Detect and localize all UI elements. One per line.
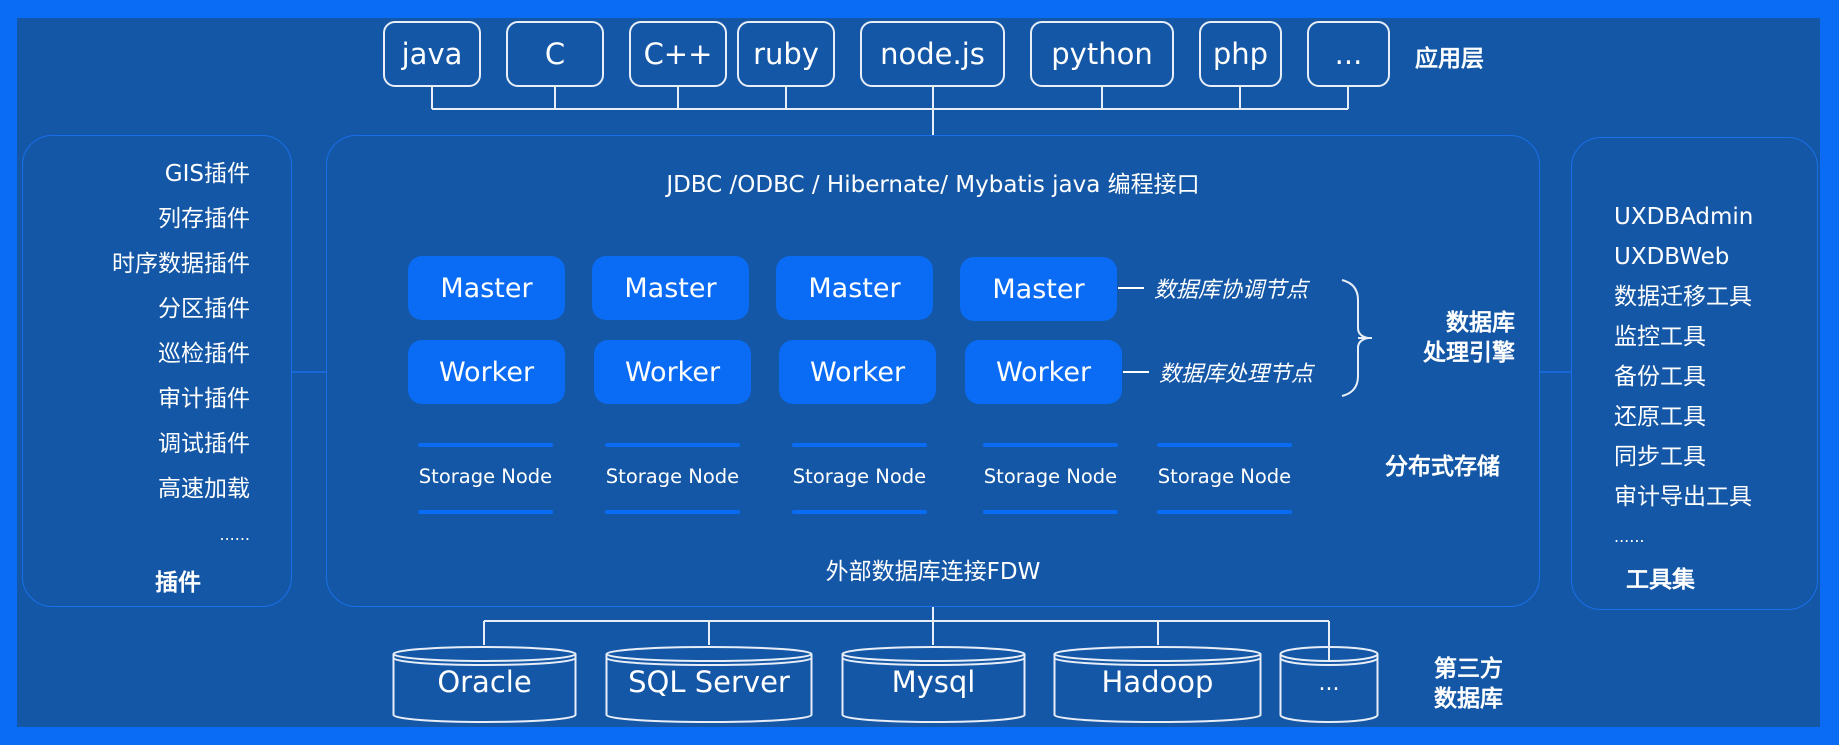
storage-node: Storage Node (605, 443, 740, 514)
language-box-c: C (506, 21, 604, 87)
master-node: Master (960, 257, 1117, 321)
storage-node: Storage Node (983, 443, 1118, 514)
storage-node: Storage Node (792, 443, 927, 514)
storage-top-bar (983, 443, 1118, 447)
dash-icon (1118, 287, 1144, 289)
plugin-item: 巡检插件 (158, 341, 250, 367)
cylinder-icon (841, 646, 1026, 723)
storage-top-bar (418, 443, 553, 447)
storage-top-bar (1157, 443, 1292, 447)
storage-node: Storage Node (418, 443, 553, 514)
plugins-panel (22, 135, 292, 607)
third-party-label: 第三方 数据库 (1434, 654, 1503, 714)
storage-bottom-bar (418, 510, 553, 514)
plugin-list: GIS插件 列存插件 时序数据插件 分区插件 巡检插件 审计插件 调试插件 高速… (22, 152, 250, 557)
language-box-more: ... (1307, 21, 1390, 87)
dash-icon (1123, 371, 1149, 373)
cylinder-icon (1279, 646, 1379, 723)
database-label: SQL Server (628, 665, 790, 699)
master-node: Master (408, 256, 565, 320)
worker-node: Worker (408, 340, 565, 404)
interface-label: JDBC /ODBC / Hibernate/ Mybatis java 编程接… (666, 172, 1200, 198)
storage-bottom-bar (1157, 510, 1292, 514)
tools-title: 工具集 (1626, 567, 1695, 593)
cylinder-icon (605, 646, 813, 723)
storage-label: 分布式存储 (1385, 454, 1500, 480)
database-label: ... (1318, 671, 1340, 696)
tool-item: 监控工具 (1614, 324, 1706, 350)
language-box-ruby: ruby (737, 21, 835, 87)
tool-item: 备份工具 (1614, 364, 1706, 390)
tool-item: 还原工具 (1614, 404, 1706, 430)
cylinder-icon (1053, 646, 1262, 723)
database-label: Mysql (891, 665, 976, 699)
storage-bottom-bar (792, 510, 927, 514)
worker-role-text: 数据库处理节点 (1159, 362, 1314, 387)
storage-bottom-bar (983, 510, 1118, 514)
database-cylinder-hadoop: Hadoop (1053, 645, 1262, 725)
engine-label-line1: 数据库 (1446, 310, 1515, 336)
language-box-php: php (1199, 21, 1282, 87)
third-party-label-line2: 数据库 (1434, 686, 1503, 712)
plugin-item: 时序数据插件 (112, 251, 250, 277)
plugin-item: 审计插件 (158, 386, 250, 412)
storage-node-label: Storage Node (418, 465, 553, 488)
worker-role-label: 数据库处理节点 (1123, 356, 1313, 388)
database-label: Hadoop (1101, 665, 1214, 699)
database-cylinder-more: ... (1279, 645, 1379, 725)
tool-item: 同步工具 (1614, 444, 1706, 470)
storage-node-label: Storage Node (1157, 465, 1292, 488)
fdw-label: 外部数据库连接FDW (825, 559, 1041, 585)
storage-top-bar (792, 443, 927, 447)
master-role-label: 数据库协调节点 (1118, 272, 1308, 304)
tool-item: 数据迁移工具 (1614, 284, 1752, 310)
plugin-item: 高速加载 (158, 476, 250, 502)
database-cylinder-oracle: Oracle (392, 645, 577, 725)
tool-item: UXDBAdmin (1614, 204, 1754, 230)
language-box-nodejs: node.js (860, 21, 1005, 87)
tools-panel (1571, 137, 1818, 610)
application-layer-label: 应用层 (1415, 46, 1484, 72)
storage-bottom-bar (605, 510, 740, 514)
storage-node-label: Storage Node (792, 465, 927, 488)
language-box-cpp: C++ (629, 21, 727, 87)
storage-node-label: Storage Node (605, 465, 740, 488)
worker-node: Worker (779, 340, 936, 404)
tool-item: UXDBWeb (1614, 244, 1730, 270)
storage-node: Storage Node (1157, 443, 1292, 514)
plugin-item-more: ...... (219, 525, 250, 544)
database-label: Oracle (437, 665, 532, 699)
master-role-text: 数据库协调节点 (1154, 278, 1309, 303)
cylinder-icon (392, 646, 577, 723)
storage-node-label: Storage Node (983, 465, 1118, 488)
tool-item: 审计导出工具 (1614, 484, 1752, 510)
database-cylinder-mysql: Mysql (841, 645, 1026, 725)
plugin-item: 分区插件 (158, 296, 250, 322)
worker-node: Worker (965, 340, 1122, 404)
tool-item-more: ...... (1614, 527, 1645, 546)
master-node: Master (776, 256, 933, 320)
database-cylinder-sqlserver: SQL Server (605, 645, 813, 725)
language-box-java: java (383, 21, 481, 87)
plugin-item: 列存插件 (158, 206, 250, 232)
plugins-title: 插件 (155, 570, 201, 596)
tool-list: UXDBAdmin UXDBWeb 数据迁移工具 监控工具 备份工具 还原工具 … (1614, 197, 1753, 557)
third-party-label-line1: 第三方 (1434, 656, 1503, 682)
plugin-item: GIS插件 (164, 161, 250, 187)
worker-node: Worker (594, 340, 751, 404)
language-box-python: python (1030, 21, 1174, 87)
plugin-item: 调试插件 (158, 431, 250, 457)
storage-top-bar (605, 443, 740, 447)
core-engine-panel (326, 135, 1540, 607)
engine-label-line2: 处理引擎 (1423, 340, 1515, 366)
engine-label: 数据库 处理引擎 (1405, 308, 1515, 368)
master-node: Master (592, 256, 749, 320)
